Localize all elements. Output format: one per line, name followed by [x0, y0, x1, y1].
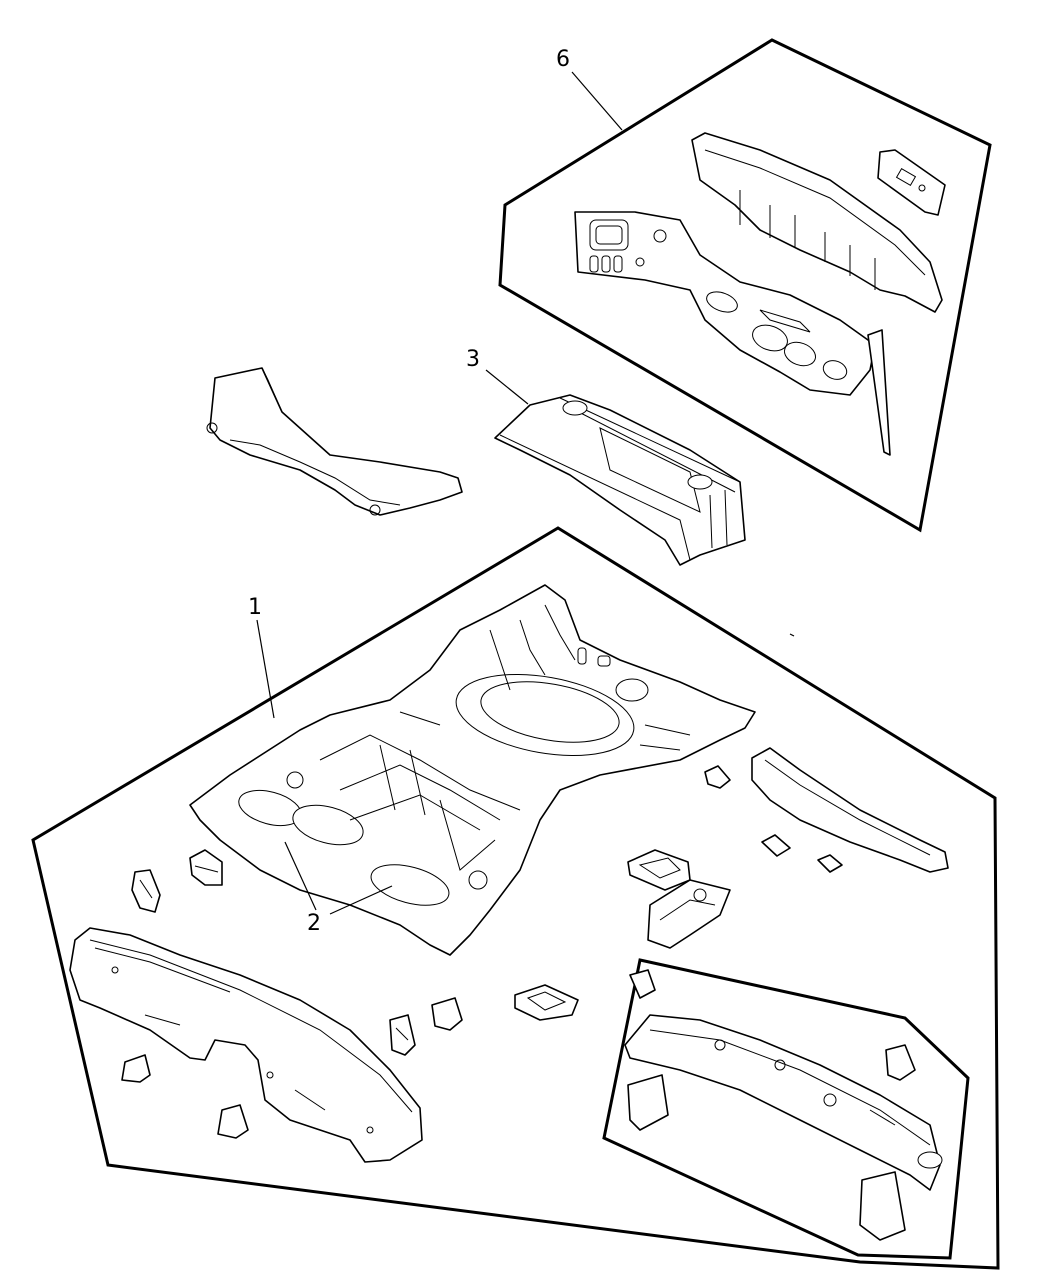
small-plate-a	[761, 834, 791, 857]
rear-panel-lower	[574, 211, 891, 456]
left-side-rail	[69, 927, 423, 1163]
bracket-b	[189, 849, 223, 886]
leader-3	[485, 369, 529, 405]
bracket-a	[131, 869, 161, 913]
group-1-boundary	[31, 526, 1000, 1270]
pad-plate	[514, 984, 579, 1021]
tick-mark	[789, 633, 795, 637]
rear-rail-right	[751, 747, 949, 873]
rear-panel-upper	[691, 132, 943, 313]
bracket-c	[121, 1054, 151, 1083]
mount-bracket	[627, 849, 691, 891]
leader-2a	[284, 841, 317, 911]
small-clip-a	[704, 765, 731, 789]
small-bracket	[877, 149, 946, 216]
leader-1	[256, 619, 275, 719]
support-bracket	[647, 879, 731, 949]
floor-pan	[189, 584, 756, 956]
callout-1: 1	[248, 595, 262, 620]
callout-2: 2	[307, 911, 321, 936]
bracket-f	[431, 997, 463, 1031]
leader-6	[571, 71, 623, 131]
small-plate-b	[817, 854, 843, 873]
callout-6: 6	[556, 47, 570, 72]
rear-floor-crossmember	[494, 394, 746, 566]
rear-crossmember-assembly	[624, 969, 943, 1241]
front-crossmember	[206, 367, 463, 516]
bracket-e	[389, 1014, 416, 1056]
bracket-d	[217, 1104, 249, 1139]
group-6-boundary	[498, 38, 992, 533]
leader-2b	[329, 885, 393, 915]
subgroup-boundary	[602, 958, 970, 1260]
callout-3: 3	[466, 347, 480, 372]
